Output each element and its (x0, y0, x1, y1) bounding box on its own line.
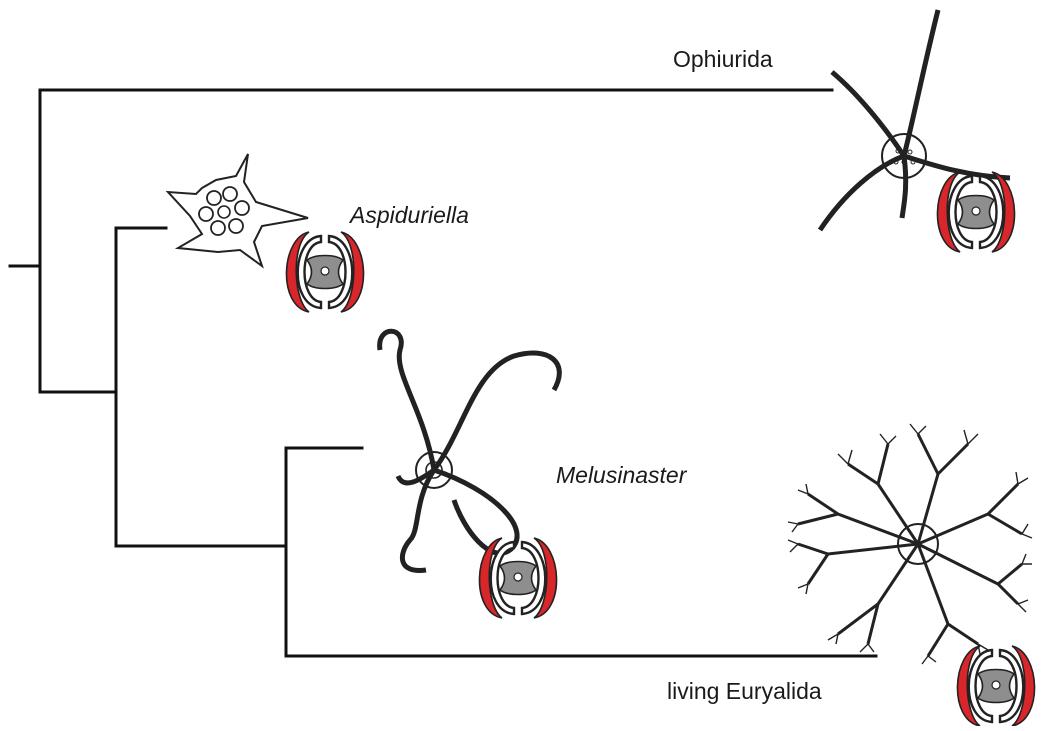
taxon-label-aspiduriella: Aspiduriella (350, 204, 469, 227)
taxon-label-melusinaster: Melusinaster (556, 464, 686, 487)
fossil-star-illustration (168, 154, 308, 266)
taxon-label-euryalida: living Euryalida (667, 680, 822, 703)
tree-branches (10, 90, 876, 656)
vertebra-cross-section-icon (957, 646, 1034, 726)
vertebra-cross-section-icon (937, 172, 1014, 252)
vertebra-cross-section-icon (479, 538, 556, 618)
basket-star-illustration (788, 424, 1032, 664)
vertebra-cross-section-icon (286, 232, 363, 312)
coiled-arm-star-illustration (380, 331, 560, 570)
taxon-label-ophiurida: Ophiurida (673, 48, 773, 71)
